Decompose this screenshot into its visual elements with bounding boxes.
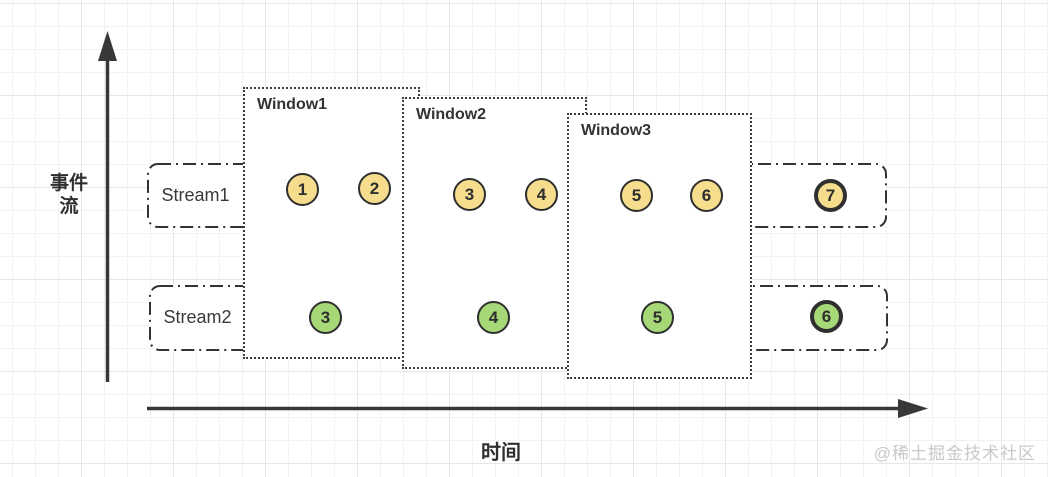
stream2-label: Stream2 <box>163 307 232 327</box>
x-axis-label: 时间 <box>481 442 521 464</box>
event-circle-stream2-6: 6 <box>810 300 843 333</box>
stream1-label: Stream1 <box>161 185 230 205</box>
event-circle-stream2-3: 3 <box>309 301 342 334</box>
y-axis-label-line1: 事件 <box>49 173 88 194</box>
event-circle-stream1-4: 4 <box>525 178 558 211</box>
event-circle-stream1-6: 6 <box>690 179 723 212</box>
event-circle-stream1-7: 7 <box>814 179 847 212</box>
y-axis-arrowhead <box>98 31 117 61</box>
event-circle-stream1-3: 3 <box>453 178 486 211</box>
y-axis-label: 事件 流 <box>42 172 96 218</box>
y-axis-label-line2: 流 <box>59 196 79 217</box>
window3-box: Window3 <box>567 113 752 379</box>
window1-title: Window1 <box>257 96 328 113</box>
event-circle-stream2-4: 4 <box>477 301 510 334</box>
x-axis-arrowhead <box>898 399 928 418</box>
event-circle-stream1-2: 2 <box>358 172 391 205</box>
event-circle-stream2-5: 5 <box>641 301 674 334</box>
watermark-text: @稀土掘金技术社区 <box>873 444 1036 463</box>
event-circle-stream1-5: 5 <box>620 179 653 212</box>
event-circle-stream1-1: 1 <box>286 173 319 206</box>
window3-title: Window3 <box>581 122 652 139</box>
window2-title: Window2 <box>416 106 487 123</box>
